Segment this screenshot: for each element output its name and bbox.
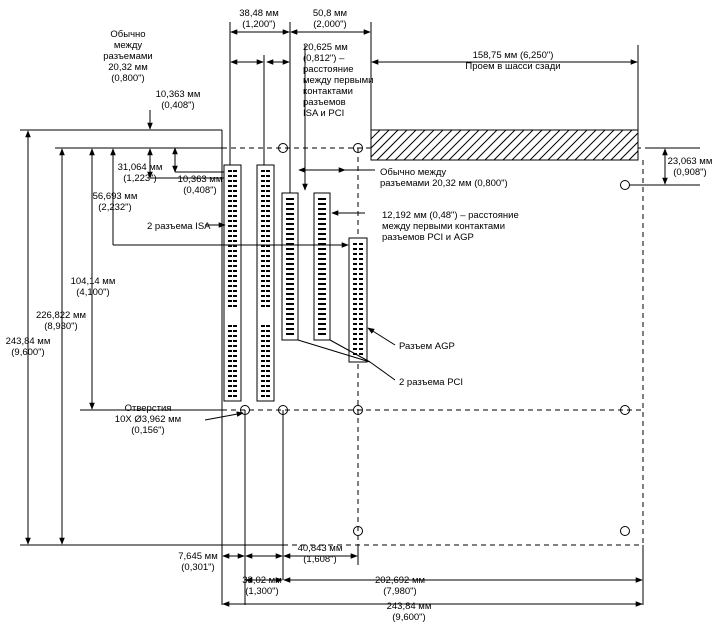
pci-slot-2 bbox=[313, 192, 331, 341]
label-23-063mm: 23,063 мм(0,908") bbox=[668, 156, 713, 178]
label-10-363mm-mid: 10,363 мм(0,408") bbox=[178, 174, 223, 196]
agp-slot bbox=[348, 237, 368, 363]
label-202-692mm: 202,692 мм(7,980") bbox=[375, 575, 425, 597]
label-50-8mm: 50,8 мм(2,000") bbox=[313, 8, 347, 30]
label-10-363mm-top: 10,363 мм(0,408") bbox=[156, 89, 201, 111]
label-243-84mm-vertical: 243,84 мм(9,600") bbox=[6, 336, 51, 358]
label-226-822mm: 226,822 мм(8,930") bbox=[36, 310, 86, 332]
mounting-hole bbox=[620, 405, 630, 415]
label-158-75mm: 158,75 мм (6,250")Проем в шасси сзади bbox=[465, 50, 560, 72]
pci-slot-1 bbox=[281, 192, 299, 341]
label-38-48mm: 38,48 мм(1,200") bbox=[239, 8, 278, 30]
label-isa-connectors: 2 разъема ISA bbox=[147, 221, 211, 232]
mounting-holes bbox=[240, 143, 630, 536]
label-7-645mm: 7,645 мм(0,301") bbox=[178, 551, 217, 573]
mounting-hole bbox=[278, 143, 288, 153]
expansion-slots bbox=[223, 164, 368, 402]
dimension-arrows bbox=[25, 29, 668, 607]
label-33-02mm: 33,02 мм(1,300") bbox=[242, 575, 281, 597]
label-pci-connectors: 2 разъема PCI bbox=[399, 377, 463, 388]
label-31-064mm: 31,064 мм(1,223") bbox=[118, 162, 163, 184]
mounting-hole bbox=[620, 180, 630, 190]
rear-chassis-opening bbox=[370, 129, 639, 161]
label-40-843mm: 40,843 мм(1,608") bbox=[298, 543, 343, 565]
isa-slot-2 bbox=[256, 164, 275, 402]
mounting-hole bbox=[353, 526, 363, 536]
guide-lines bbox=[20, 22, 700, 605]
label-243-84mm-horizontal: 243,84 мм(9,600") bbox=[387, 601, 432, 623]
mounting-hole bbox=[620, 526, 630, 536]
leader-lines bbox=[204, 45, 396, 421]
label-agp-connector: Разъем AGP bbox=[399, 341, 455, 352]
mounting-hole bbox=[353, 405, 363, 415]
label-104-14mm: 104,14 мм(4,100") bbox=[71, 276, 116, 298]
isa-slot-1 bbox=[223, 164, 242, 402]
label-56-693mm: 56,693 мм(2,232") bbox=[93, 191, 138, 213]
mounting-hole bbox=[353, 143, 363, 153]
